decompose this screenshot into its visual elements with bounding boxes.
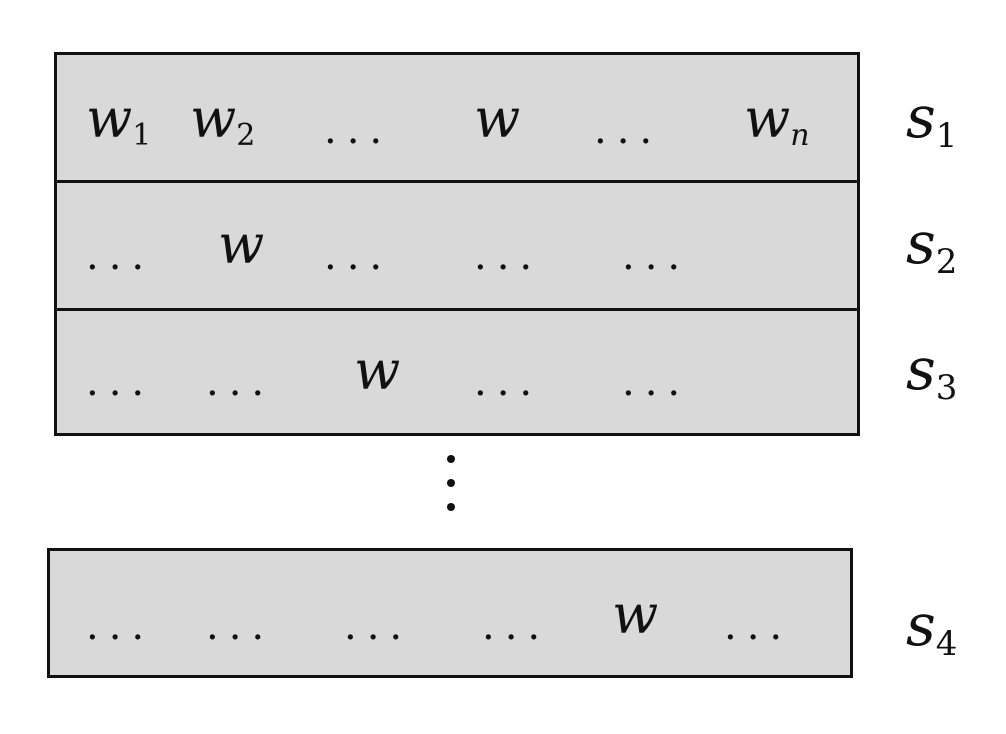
ellipsis-token: ... bbox=[344, 603, 413, 649]
sentence-label-s4: s4 bbox=[906, 591, 958, 664]
sentence-box-s2 bbox=[54, 180, 860, 311]
word-token: w2 bbox=[190, 87, 256, 153]
ellipsis-token: ... bbox=[86, 233, 155, 279]
sentence-box-s4 bbox=[47, 548, 853, 678]
word-token: w1 bbox=[86, 87, 152, 153]
ellipsis-token: ... bbox=[474, 233, 543, 279]
word-token: w bbox=[218, 213, 265, 276]
vertical-ellipsis-icon bbox=[444, 455, 458, 527]
ellipsis-token: ... bbox=[474, 359, 543, 405]
sentence-label-s1: s1 bbox=[906, 83, 958, 156]
sentence-box-s1 bbox=[54, 52, 860, 183]
ellipsis-token: ... bbox=[724, 603, 793, 649]
ellipsis-token: ... bbox=[324, 107, 393, 153]
ellipsis-token: ... bbox=[622, 233, 691, 279]
ellipsis-token: ... bbox=[86, 359, 155, 405]
word-token: w bbox=[354, 339, 401, 402]
ellipsis-token: ... bbox=[206, 603, 275, 649]
ellipsis-token: ... bbox=[206, 359, 275, 405]
sentence-label-s2: s2 bbox=[906, 209, 958, 282]
ellipsis-token: ... bbox=[482, 603, 551, 649]
word-token: w bbox=[612, 583, 659, 646]
sentence-box-s3 bbox=[54, 308, 860, 436]
ellipsis-token: ... bbox=[324, 233, 393, 279]
word-token: wn bbox=[744, 87, 810, 153]
sentence-label-s3: s3 bbox=[906, 335, 958, 408]
ellipsis-token: ... bbox=[594, 107, 663, 153]
ellipsis-token: ... bbox=[622, 359, 691, 405]
word-token: w bbox=[474, 87, 521, 150]
ellipsis-token: ... bbox=[86, 603, 155, 649]
